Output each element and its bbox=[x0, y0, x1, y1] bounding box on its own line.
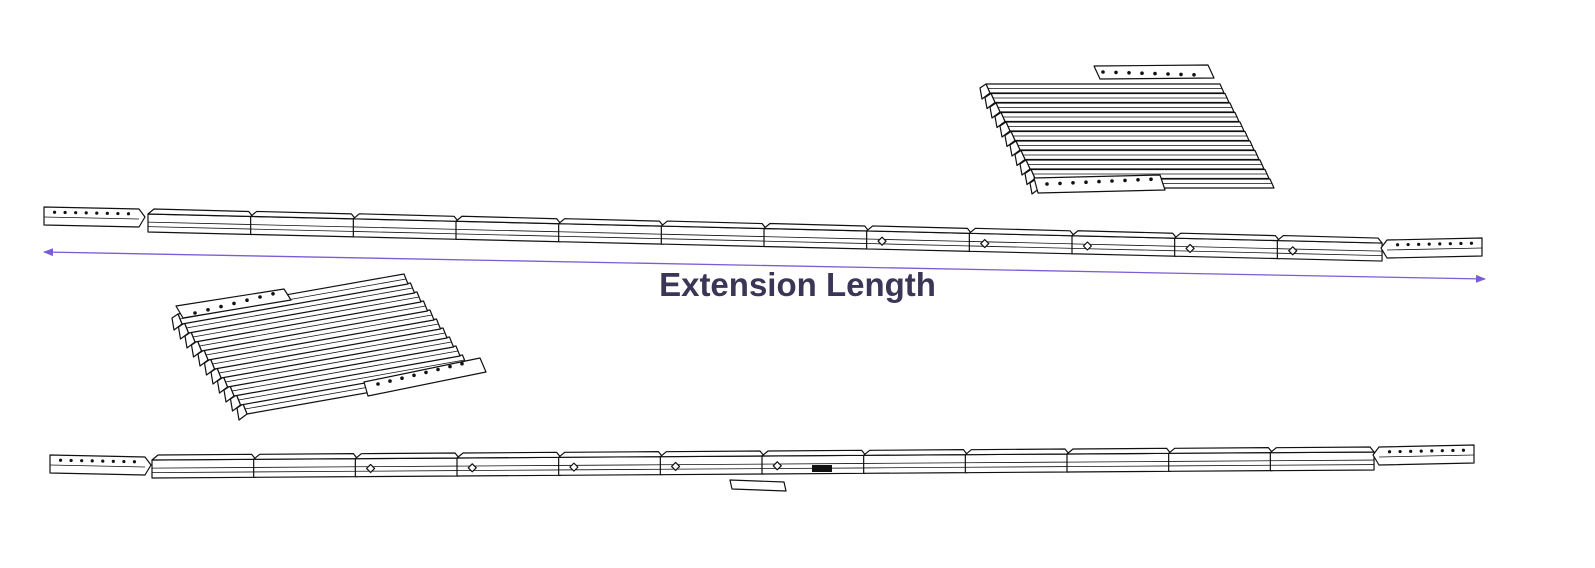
stack-mounting-bracket bbox=[363, 357, 487, 397]
mounting-bracket bbox=[49, 454, 152, 476]
collapsed-slide-stack-top bbox=[979, 64, 1275, 195]
slide-segment bbox=[455, 215, 562, 243]
catch-tab bbox=[670, 461, 681, 472]
stacked-rail bbox=[984, 92, 1230, 110]
stacked-rail bbox=[979, 83, 1225, 100]
stack-mounting-bracket bbox=[1093, 64, 1215, 80]
mounting-bracket bbox=[43, 206, 146, 228]
extension-length-label: Extension Length bbox=[659, 266, 936, 303]
slide-segment bbox=[1174, 232, 1280, 260]
slide-segment bbox=[659, 450, 765, 476]
slide-segment bbox=[147, 208, 254, 236]
slide-segment bbox=[253, 453, 358, 478]
slide-segment bbox=[558, 218, 664, 245]
stacked-rail bbox=[989, 102, 1235, 119]
slide-segment bbox=[761, 449, 867, 475]
catch-tab bbox=[569, 462, 579, 472]
extended-slide-top bbox=[43, 206, 1483, 262]
slide-segment bbox=[1269, 446, 1375, 472]
stack-mounting-bracket bbox=[1033, 174, 1166, 194]
stack-mounting-bracket bbox=[175, 288, 292, 319]
stacked-rail bbox=[994, 111, 1240, 129]
slide-segment bbox=[558, 451, 663, 476]
slide-segment bbox=[250, 210, 356, 238]
slide-segment bbox=[1066, 447, 1172, 473]
extended-slide-bottom bbox=[49, 444, 1475, 492]
slide-segment bbox=[352, 213, 459, 240]
slide-segment bbox=[151, 453, 257, 479]
slide-segment bbox=[863, 449, 968, 474]
slide-segment bbox=[1071, 230, 1178, 257]
slide-segment bbox=[1276, 234, 1383, 262]
release-lever bbox=[812, 465, 832, 472]
slide-segment bbox=[354, 452, 460, 478]
mounting-bracket bbox=[1380, 237, 1483, 259]
catch-tab bbox=[772, 461, 782, 471]
catch-tab bbox=[877, 236, 887, 246]
stacked-rail bbox=[1004, 130, 1250, 148]
slide-segment bbox=[964, 448, 1070, 474]
slide-segment bbox=[660, 220, 767, 248]
slide-segment bbox=[968, 227, 1075, 255]
extension-length-arrow bbox=[43, 248, 1486, 283]
stacked-rail bbox=[1009, 140, 1255, 157]
stacked-rail bbox=[1014, 149, 1260, 167]
slide-segment bbox=[866, 225, 972, 252]
slide-segment bbox=[1168, 447, 1273, 472]
catch-tab bbox=[365, 463, 376, 474]
slide-segment bbox=[763, 222, 870, 250]
slide-segment bbox=[456, 451, 562, 477]
lock-tab bbox=[729, 479, 787, 492]
mounting-bracket bbox=[1372, 444, 1475, 466]
catch-tab bbox=[467, 463, 477, 473]
catch-tab bbox=[980, 238, 990, 249]
collapsed-slide-stack-left bbox=[171, 273, 487, 421]
